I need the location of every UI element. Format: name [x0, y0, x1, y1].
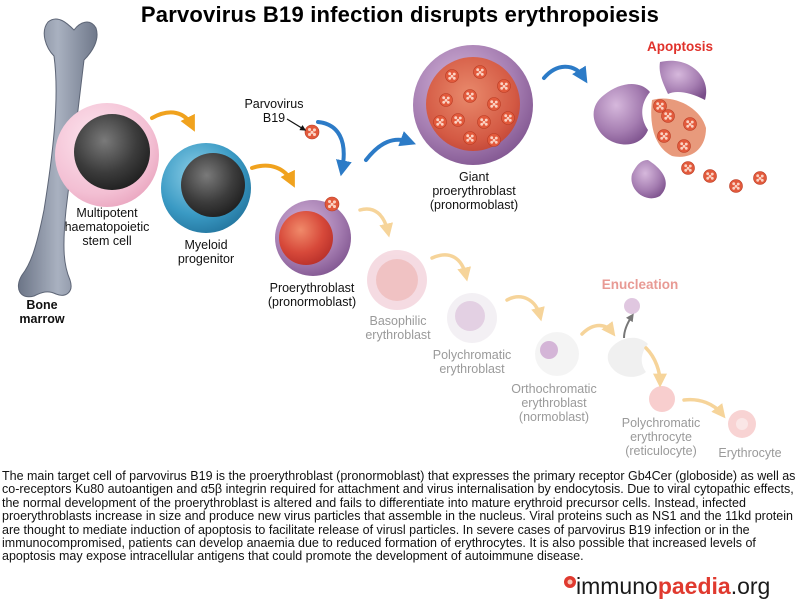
erythrocyte-label: Erythrocyte	[718, 446, 782, 460]
blue-arrows	[316, 64, 588, 177]
released-virus-particles	[653, 99, 767, 193]
enucleation-label: Enucleation	[601, 277, 679, 292]
stem-cell-label: Multipotent haematopoietic stem cell	[64, 206, 150, 248]
virus-particle-icon	[497, 79, 511, 93]
proerythroblast-label: Proerythroblast (pronormoblast)	[267, 281, 357, 309]
stem-cell	[55, 103, 159, 207]
virus-particle-icon	[439, 93, 453, 107]
description-paragraph: The main target cell of parvovirus B19 i…	[2, 469, 796, 564]
virus-particle-icon	[445, 69, 459, 83]
reticulocyte-label: Polychromatic erythrocyte (reticulocyte)	[621, 416, 701, 458]
enucleating-cell	[607, 298, 648, 377]
logo-text-immuno: immuno	[576, 573, 658, 599]
reticulocyte-cell	[649, 386, 675, 412]
parvovirus-label: Parvovirus B19	[244, 97, 304, 125]
polychromatic-erythroblast-cell	[447, 293, 497, 343]
logo-text-paedia: paedia	[657, 573, 731, 599]
virus-particle-icon	[729, 179, 743, 193]
attached-virus-particle	[324, 196, 340, 212]
virus-particle-icon	[681, 161, 695, 175]
polychromatic-erythroblast-label: Polychromatic erythroblast	[432, 348, 512, 376]
virus-particle-icon	[501, 111, 515, 125]
erythrocyte-cell	[728, 410, 756, 438]
virus-particle-icon	[677, 139, 691, 153]
virus-particle-icon	[683, 117, 697, 131]
virus-particle-icon	[324, 196, 340, 212]
apoptosis-label: Apoptosis	[647, 39, 713, 54]
giant-proerythroblast-label: Giant proerythroblast (pronormoblast)	[429, 170, 519, 212]
giant-proerythroblast-cell	[413, 45, 533, 165]
virus-particle-icon	[463, 89, 477, 103]
giant-virus-particles	[433, 65, 515, 147]
virus-particle-icon	[433, 115, 447, 129]
virus-particle-icon	[487, 97, 501, 111]
proerythroblast-cell	[275, 200, 351, 276]
apoptotic-cell-fragments	[593, 60, 767, 199]
virus-particle-icon	[661, 109, 675, 123]
orthochromatic-erythroblast-cell	[535, 332, 579, 376]
virus-particle-icon	[473, 65, 487, 79]
myeloid-progenitor-label: Myeloid progenitor	[177, 238, 235, 266]
myeloid-progenitor-cell	[161, 143, 251, 233]
faded-arrows	[358, 207, 726, 419]
parvovirus-b19-particle	[304, 124, 320, 140]
virus-particle-icon	[451, 113, 465, 127]
virus-particle-icon	[653, 99, 667, 113]
logo-virus-icon	[564, 576, 576, 588]
immunopaedia-logo[interactable]: immunopaedia.org	[562, 572, 798, 600]
virus-pointer-arrow	[286, 118, 307, 131]
virus-particle-icon	[304, 124, 320, 140]
virus-particle-icon	[477, 115, 491, 129]
erythropoiesis-diagram	[18, 18, 767, 438]
virus-particle-icon	[463, 131, 477, 145]
basophilic-erythroblast-label: Basophilic erythroblast	[365, 314, 431, 342]
enucleation-arrow	[623, 313, 634, 339]
virus-particle-icon	[657, 129, 671, 143]
logo-text-org: .org	[730, 573, 771, 599]
virus-particle-icon	[703, 169, 717, 183]
basophilic-erythroblast-cell	[367, 250, 427, 310]
orange-arrows	[150, 110, 295, 188]
page-title: Parvovirus B19 infection disrupts erythr…	[140, 2, 660, 27]
virus-particle-icon	[487, 133, 501, 147]
virus-particle-icon	[753, 171, 767, 185]
orthochromatic-erythroblast-label: Orthochromatic erythroblast (normoblast)	[511, 382, 597, 424]
bone-marrow-label: Bone marrow	[19, 298, 65, 326]
